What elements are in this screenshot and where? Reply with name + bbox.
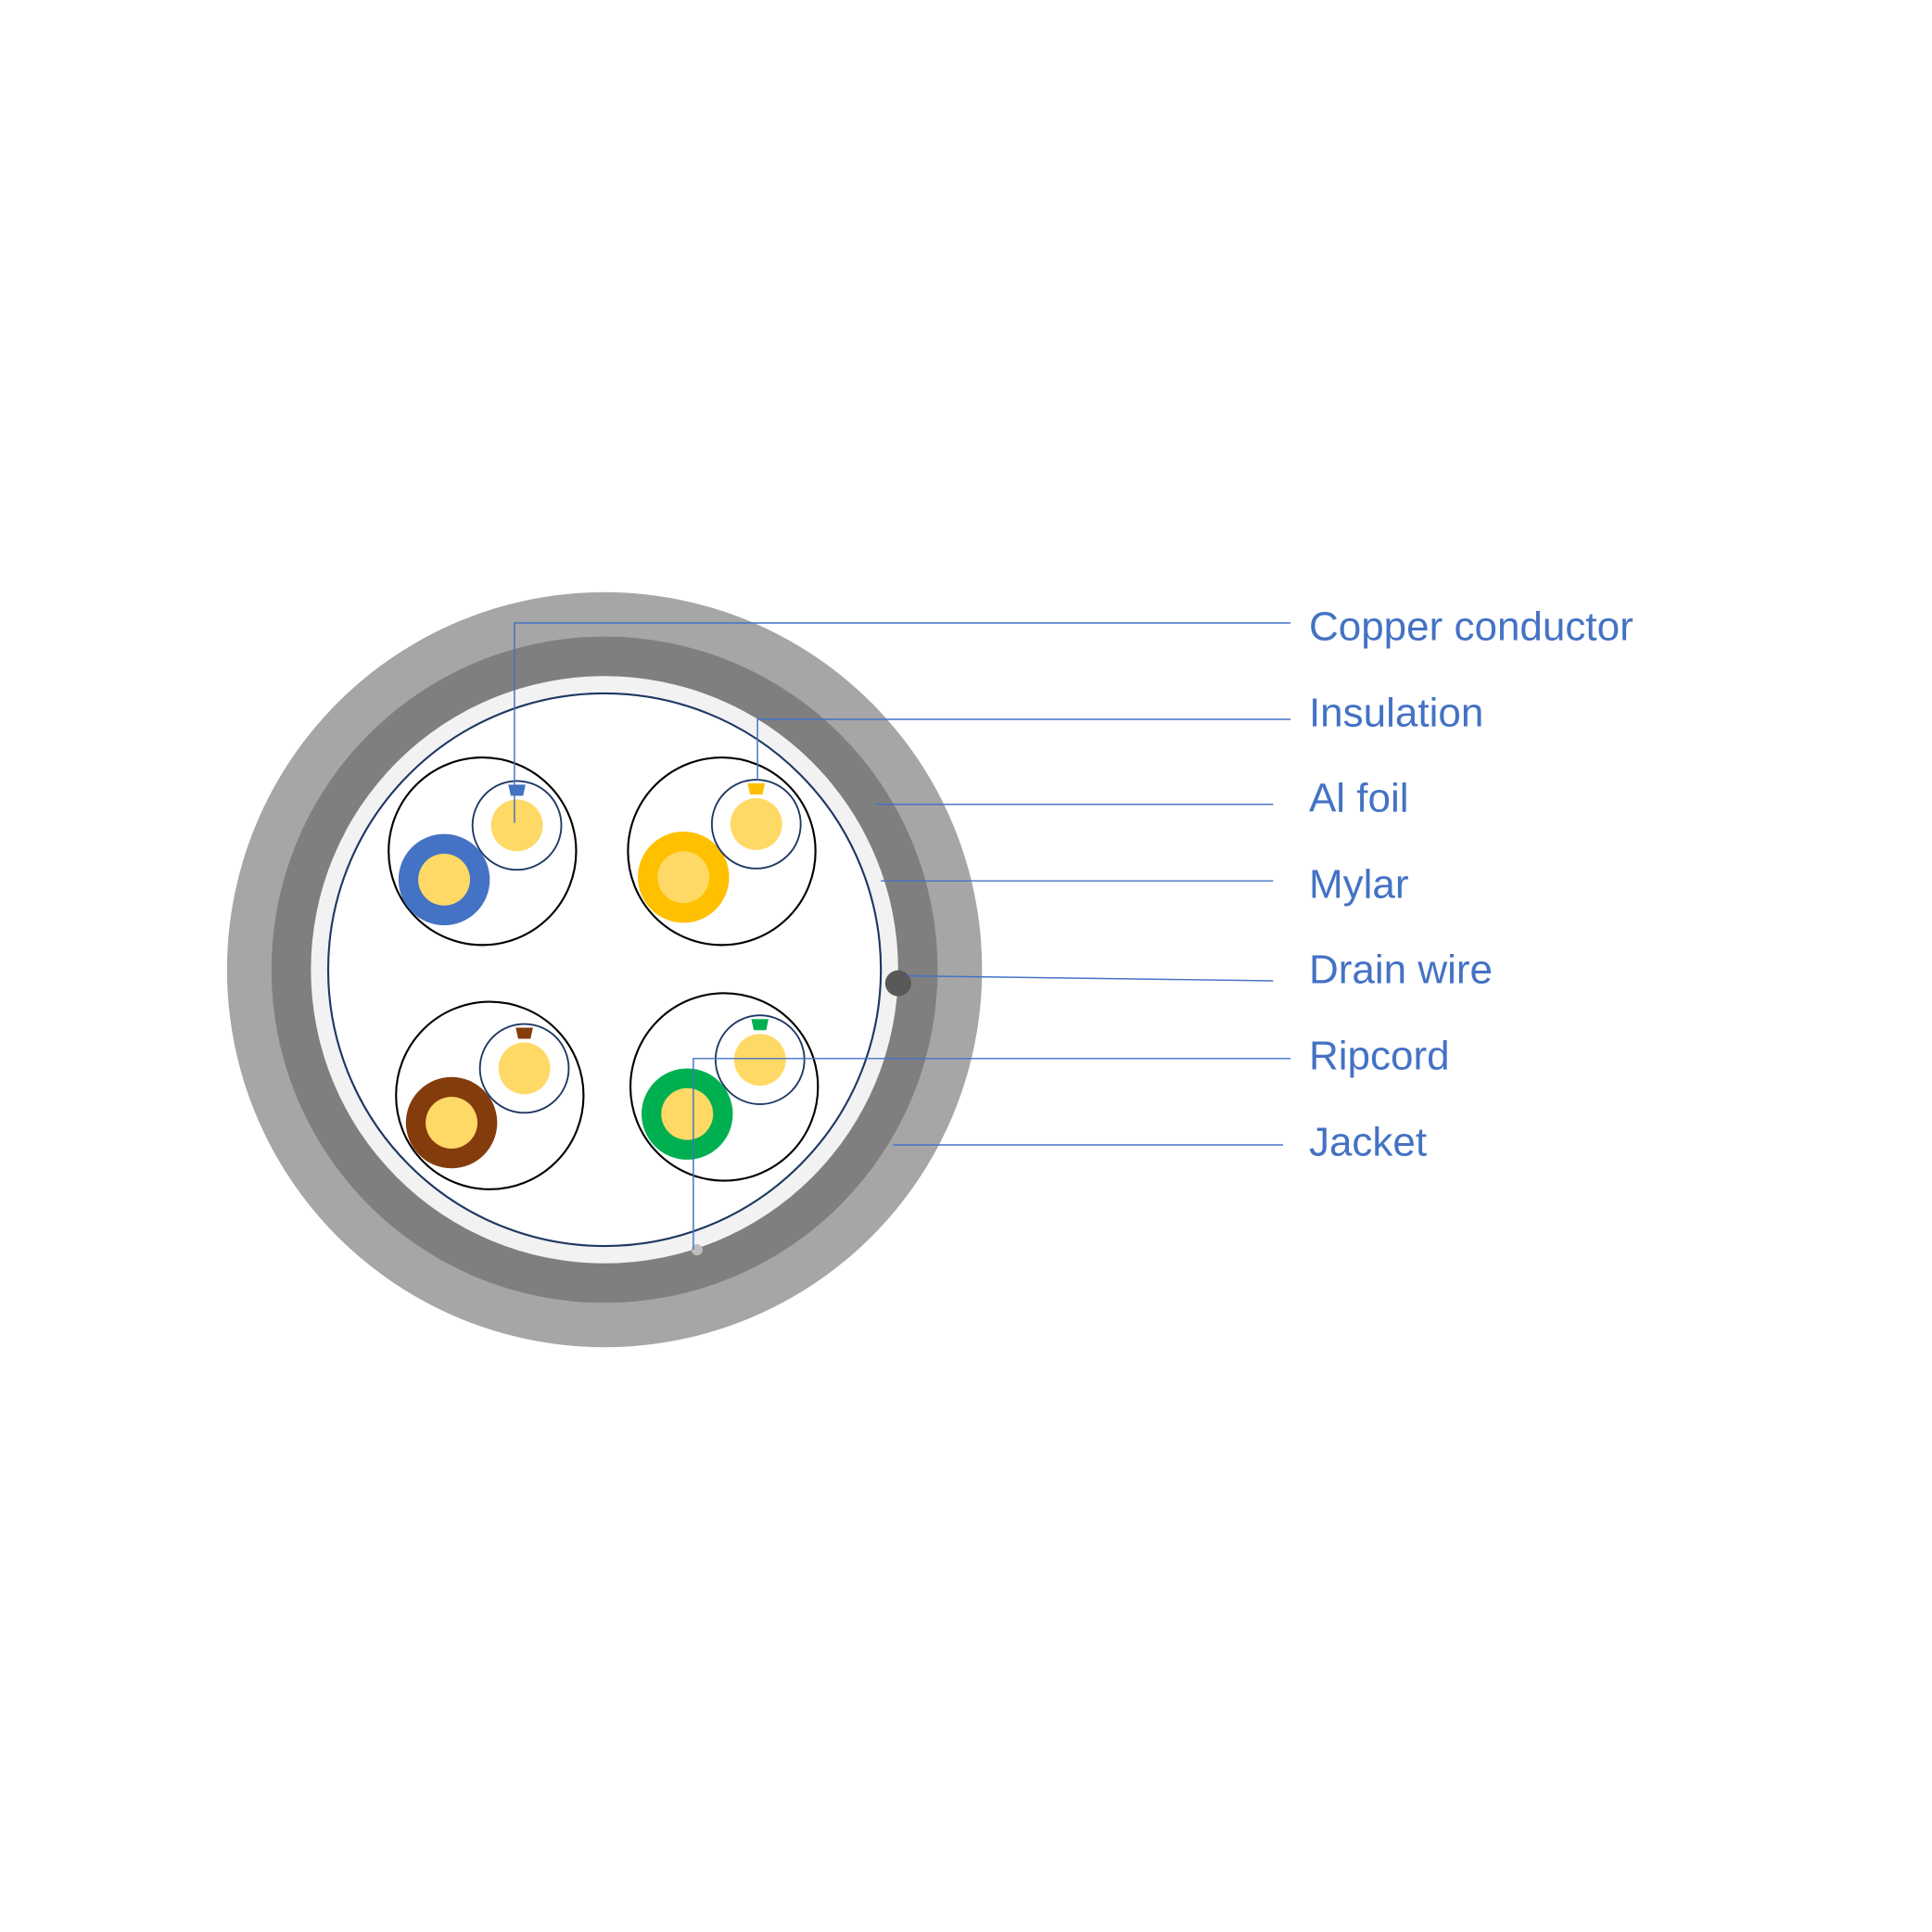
copper-conductor <box>661 1087 714 1140</box>
copper-conductor <box>657 851 710 904</box>
alfoil-label: Al foil <box>1309 775 1409 820</box>
drain-wire <box>884 970 911 997</box>
copper-conductor <box>498 1042 551 1095</box>
stripe-marker <box>751 1019 769 1031</box>
ripcord <box>691 1244 703 1256</box>
ripcord-label: Ripcord <box>1309 1033 1450 1078</box>
copper-conductor <box>730 798 782 850</box>
copper-leader-line <box>514 622 1290 823</box>
copper-label: Copper conductor <box>1309 604 1633 649</box>
jacket-label: Jacket <box>1309 1120 1427 1165</box>
copper-conductor <box>418 853 471 906</box>
stripe-marker <box>508 784 526 796</box>
blue-pair <box>388 756 578 947</box>
stripe-marker <box>515 1027 533 1039</box>
brown-pair <box>395 1000 585 1190</box>
green-pair <box>629 992 820 1182</box>
insulation-label: Insulation <box>1309 690 1483 735</box>
insulation-leader-line <box>756 718 1290 782</box>
stripe-marker <box>747 783 766 795</box>
drain-label: Drain wire <box>1309 947 1493 992</box>
leader-lines <box>514 622 1290 1251</box>
twisted-pairs <box>388 756 820 1190</box>
copper-conductor <box>426 1097 478 1149</box>
copper-conductor <box>490 799 543 852</box>
mylar-line <box>326 692 883 1248</box>
drain-leader-line <box>908 974 1274 982</box>
orange-pair <box>627 756 817 947</box>
cable-cross-section <box>226 591 983 1348</box>
mylar-label: Mylar <box>1309 861 1409 907</box>
copper-conductor <box>733 1034 786 1087</box>
ripcord-leader-line <box>693 1058 1290 1251</box>
